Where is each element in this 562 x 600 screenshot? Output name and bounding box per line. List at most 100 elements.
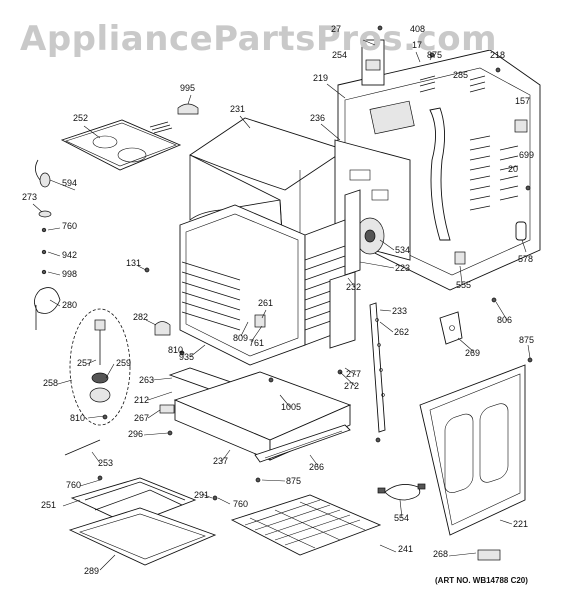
part-label: 259 — [116, 358, 131, 368]
clip-268 — [477, 549, 501, 561]
leader-line — [83, 125, 101, 139]
shroud-223 — [344, 189, 361, 276]
leader-line — [429, 55, 433, 61]
part-label: 809 — [233, 333, 248, 343]
part-label: 289 — [84, 566, 99, 576]
cooktop-glass-252 — [60, 119, 182, 171]
part-label: 810 — [168, 345, 183, 355]
part-label: 27 — [331, 24, 341, 34]
part-label: 578 — [518, 254, 533, 264]
part-label: 273 — [22, 192, 37, 202]
oven-cavity — [179, 204, 356, 366]
leader-line — [250, 325, 263, 343]
switch-578 — [515, 221, 527, 241]
part-label: 254 — [332, 50, 347, 60]
part-label: 267 — [134, 413, 149, 423]
leader-line — [362, 39, 376, 46]
leader-line — [457, 337, 475, 353]
part-label: 285 — [453, 70, 468, 80]
leader-line — [152, 377, 173, 381]
latch-555 — [454, 251, 466, 265]
part-label: 212 — [134, 395, 149, 405]
part-label: 236 — [310, 113, 325, 123]
leader-line — [499, 519, 513, 525]
leader-line — [147, 409, 161, 419]
part-label: 262 — [394, 327, 409, 337]
part-label: 555 — [456, 280, 471, 290]
part-label: 291 — [194, 490, 209, 500]
thermostat-probe-280 — [34, 287, 61, 330]
part-label: 554 — [394, 513, 409, 523]
leader-line — [187, 94, 192, 105]
part-label: 280 — [62, 300, 77, 310]
leader-line — [527, 344, 531, 359]
part-label: 263 — [139, 375, 154, 385]
leader-line — [49, 299, 61, 307]
leader-line — [339, 371, 356, 387]
part-label: 218 — [490, 50, 505, 60]
leader-line — [147, 391, 173, 401]
bracket-254 — [361, 39, 385, 86]
part-label: 261 — [258, 298, 273, 308]
leader-line — [105, 363, 115, 379]
leader-line — [32, 203, 43, 213]
part-label: 995 — [180, 83, 195, 93]
leader-line — [344, 367, 357, 376]
leader-line — [189, 344, 206, 358]
part-label: 272 — [344, 381, 359, 391]
part-label: 20 — [508, 164, 518, 174]
part-label: 219 — [313, 73, 328, 83]
leader-line — [49, 179, 76, 191]
leader-line — [91, 451, 101, 464]
bracket-995 — [177, 103, 199, 115]
leader-line — [309, 454, 319, 467]
leader-line — [379, 544, 397, 553]
leader-line — [379, 309, 392, 312]
rack-rails-left — [181, 261, 241, 331]
leader-line — [86, 359, 97, 365]
part-label: 233 — [392, 306, 407, 316]
wire-harness-554 — [377, 483, 426, 501]
bracket-261 — [254, 314, 266, 328]
part-label: 806 — [497, 315, 512, 325]
part-label: 268 — [433, 549, 448, 559]
leader-line — [521, 239, 527, 253]
part-label: 258 — [43, 378, 58, 388]
screws-left — [41, 227, 47, 275]
bracket-282 — [154, 321, 171, 336]
part-label: 296 — [128, 429, 143, 439]
leader-line — [320, 123, 341, 141]
leader-line — [239, 115, 251, 129]
leader-line — [62, 499, 81, 507]
leader-line — [201, 493, 213, 499]
hinge-269 — [439, 311, 463, 345]
bracket-157 — [514, 119, 528, 133]
part-label: 266 — [309, 462, 324, 472]
part-label: 253 — [98, 458, 113, 468]
leader-line — [217, 497, 231, 505]
part-label: 257 — [77, 358, 92, 368]
leader-line — [240, 321, 249, 337]
leader-line — [359, 261, 395, 269]
leader-line — [79, 479, 101, 487]
pan-289 — [68, 507, 217, 566]
leader-line — [448, 552, 477, 557]
leader-line — [459, 265, 463, 285]
leader-line — [495, 301, 508, 321]
part-label: 282 — [133, 312, 148, 322]
leader-lines — [32, 39, 531, 571]
part-label: 760 — [233, 499, 248, 509]
part-label: 594 — [62, 178, 77, 188]
door-221 — [419, 364, 526, 536]
part-label: 699 — [519, 150, 534, 160]
broiler-pan-251 — [70, 477, 197, 526]
part-label: 875 — [286, 476, 301, 486]
vent-slots — [419, 75, 519, 211]
part-label: 998 — [62, 269, 77, 279]
part-label: 241 — [398, 544, 413, 554]
part-label: 269 — [465, 348, 480, 358]
leader-line — [57, 379, 73, 385]
drawer-slide-266 — [254, 424, 351, 463]
part-label: 232 — [346, 282, 361, 292]
